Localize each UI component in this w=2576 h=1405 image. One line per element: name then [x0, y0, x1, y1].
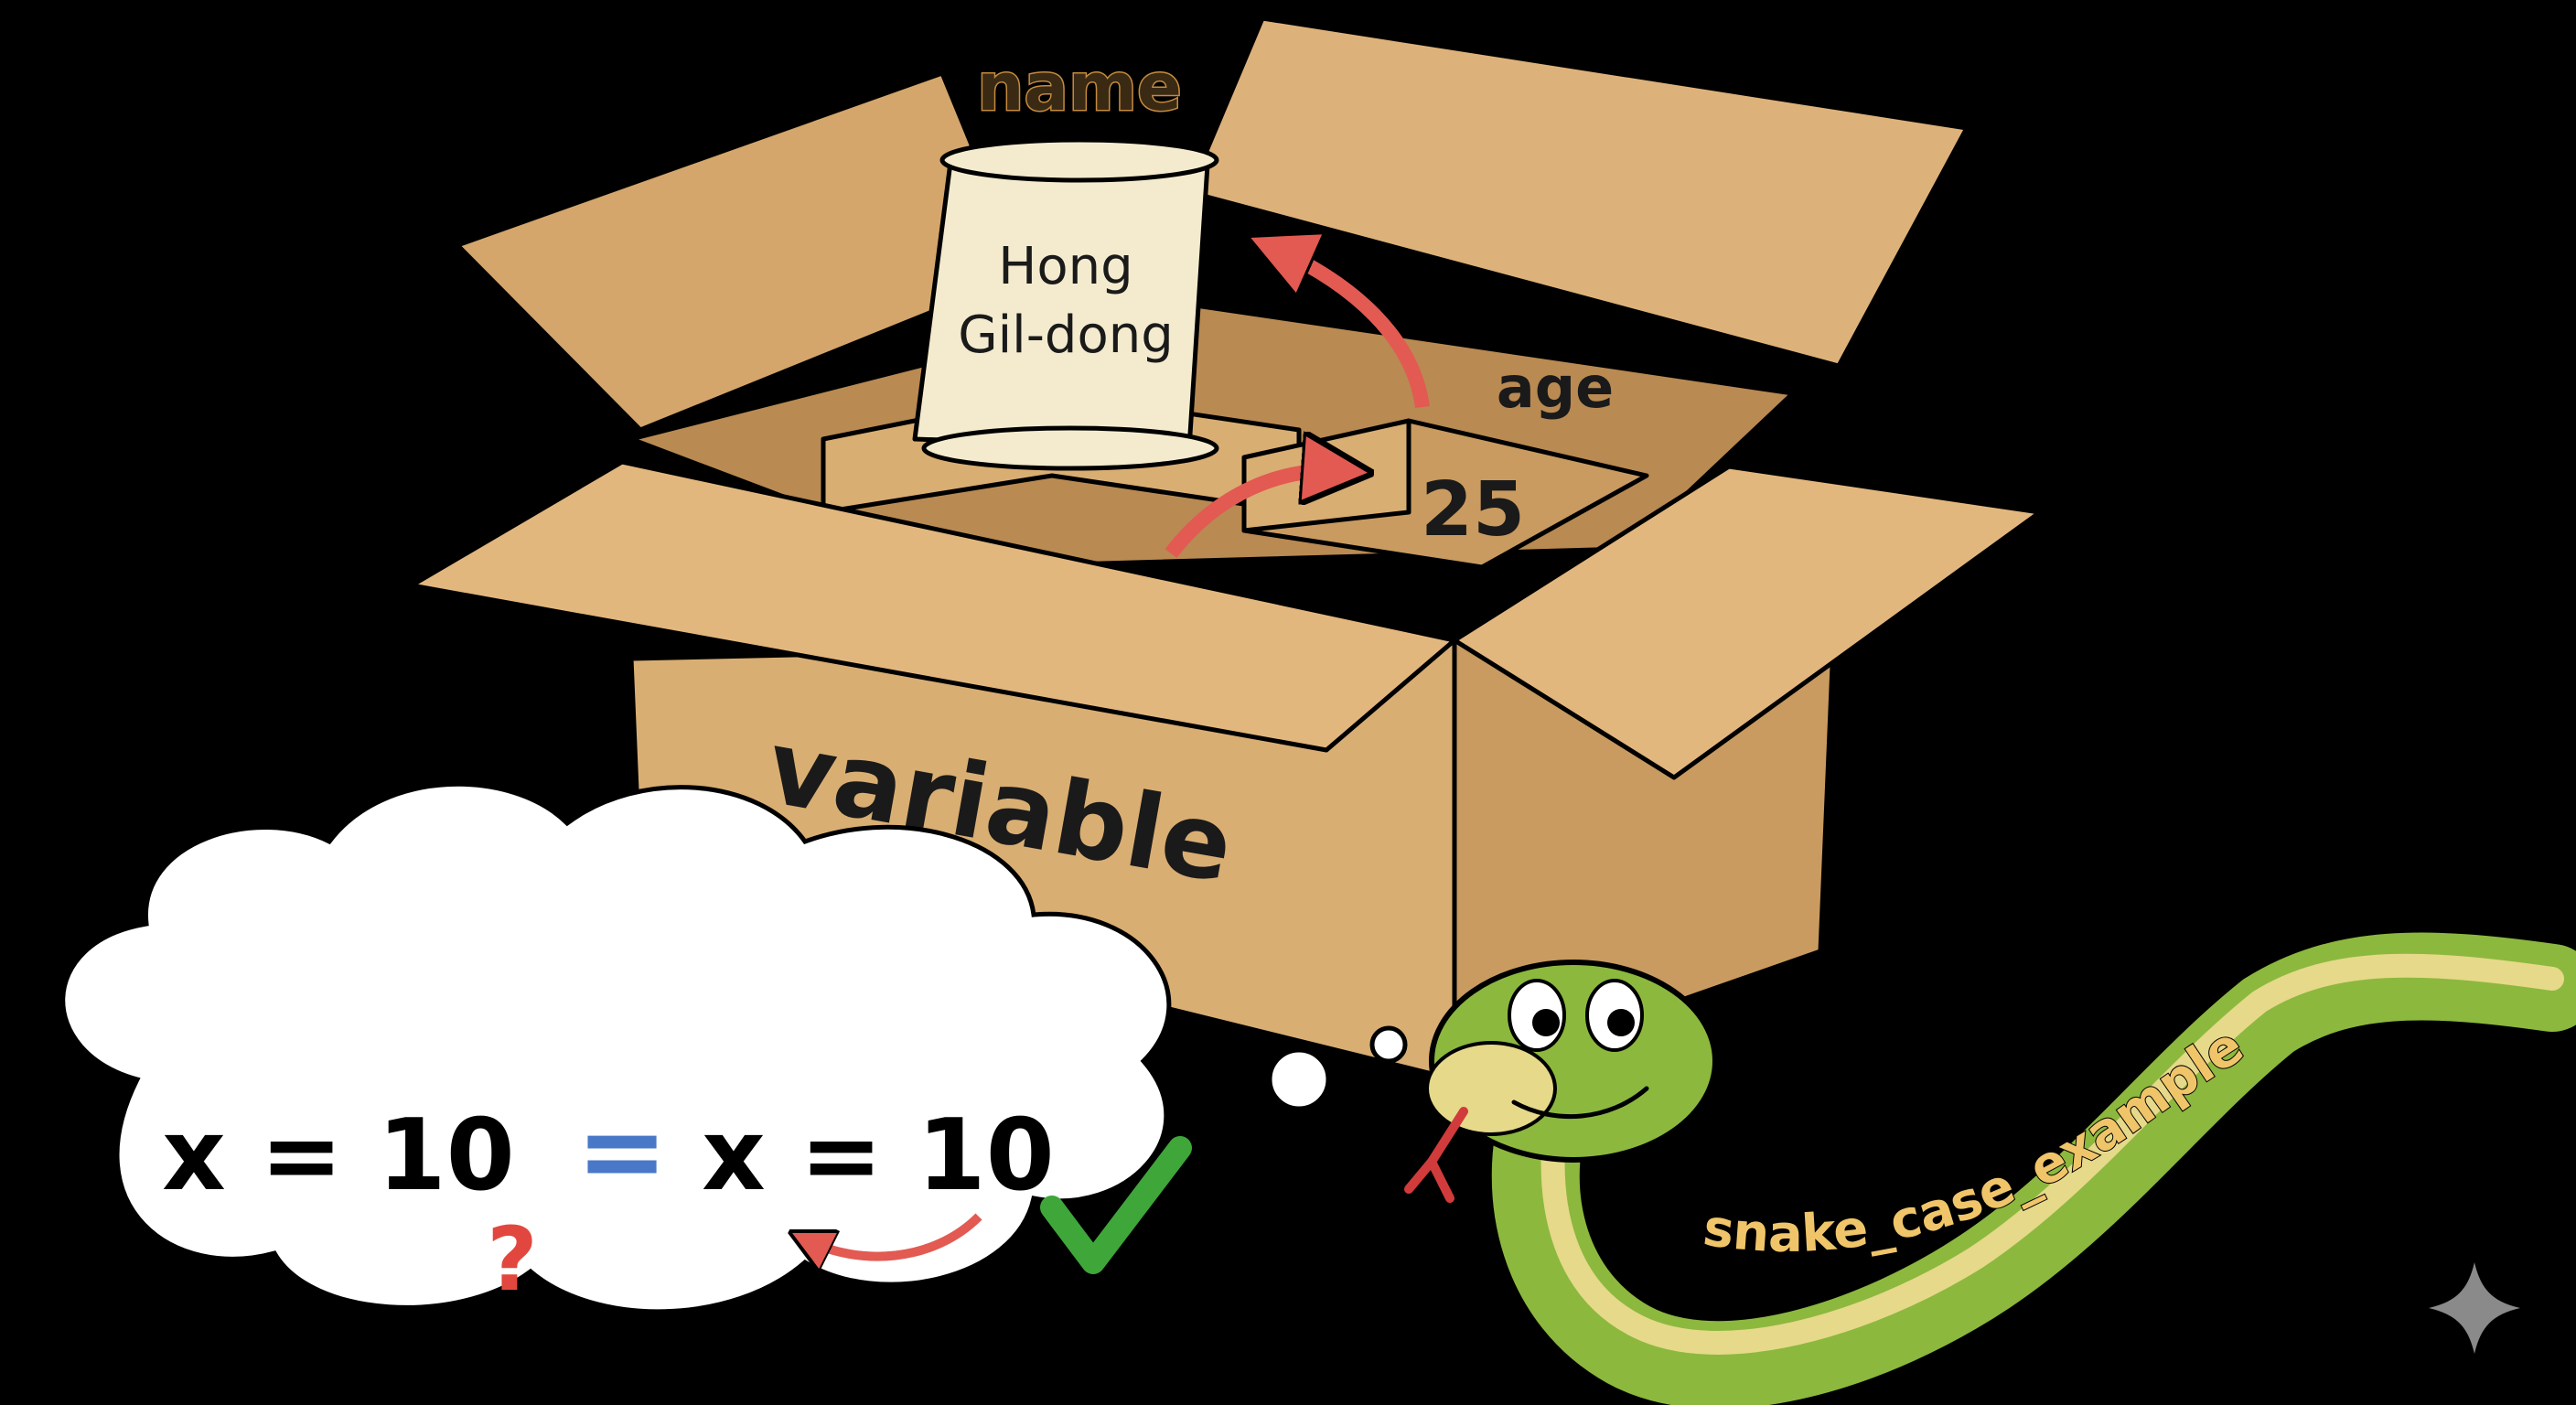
name-value-line1: Hong [998, 237, 1132, 296]
right-expression: x = 10 [702, 1099, 1055, 1213]
cardboard-box [409, 16, 2043, 1082]
equals-symbol: = [576, 1089, 669, 1216]
sparkle-icon [2429, 1262, 2520, 1354]
arrow-to-age-icon [1165, 470, 1345, 558]
name-value-line2: Gil-dong [958, 306, 1174, 365]
check-mark-icon [1040, 1136, 1192, 1274]
name-tag: name [977, 48, 1182, 125]
snake-tongue-icon [1404, 1107, 1468, 1203]
left-expression: x = 10 [162, 1099, 515, 1213]
name-scroll [912, 137, 1219, 471]
arrow-to-name-icon [1272, 247, 1430, 409]
snake [1404, 927, 2576, 1405]
thought-bubble [60, 781, 1408, 1314]
box-back-right-flap [1186, 16, 1970, 369]
age-value: 25 [1421, 467, 1525, 553]
question-mark: ? [487, 1208, 538, 1311]
assignment-arrow-icon [805, 1213, 982, 1257]
box-right-flap [1452, 464, 2043, 780]
age-tag: age [1497, 354, 1614, 421]
